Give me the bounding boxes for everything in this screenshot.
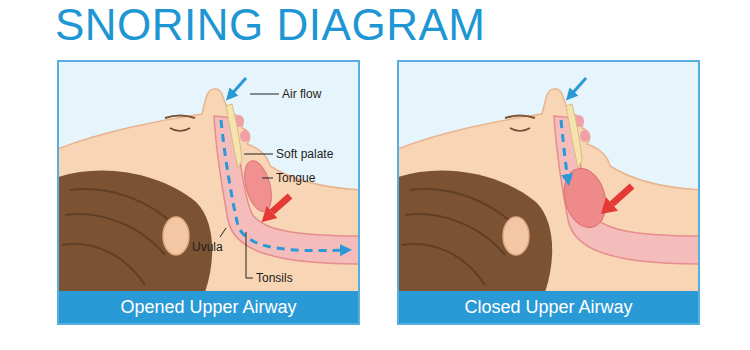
part-label: Uvula <box>192 240 223 254</box>
part-label: Tongue <box>276 171 315 185</box>
airway-panel: Closed Upper Airway <box>397 60 700 325</box>
closed-airway-picture <box>395 61 702 323</box>
caption-band: Closed Upper Airway <box>399 291 698 323</box>
leader-lines <box>220 94 279 278</box>
open-airway-picture <box>55 61 362 323</box>
caption-band: Opened Upper Airway <box>59 291 358 323</box>
part-label: Air flow <box>282 87 321 101</box>
diagram-title: SNORING DIAGRAM <box>55 3 485 47</box>
part-label: Tonsils <box>256 271 293 285</box>
caption-text: Opened Upper Airway <box>120 297 296 318</box>
part-label: Soft palate <box>276 147 333 161</box>
caption-text: Closed Upper Airway <box>464 297 632 318</box>
